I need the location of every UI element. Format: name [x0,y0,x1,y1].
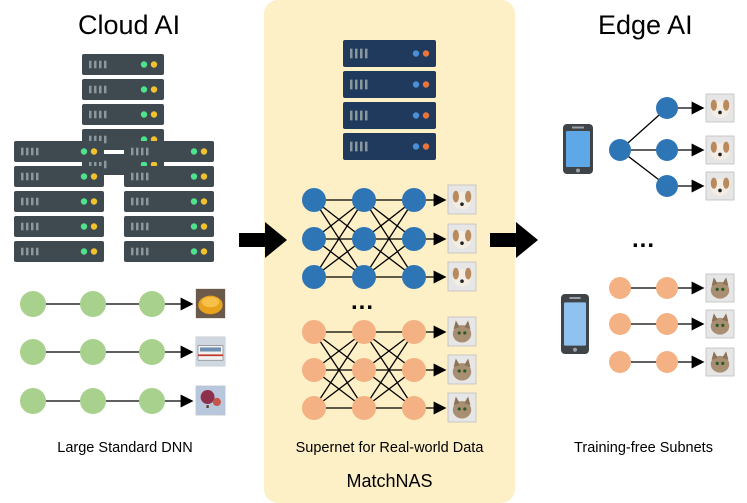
food-thumbnail [195,288,226,319]
network-node [402,227,426,251]
network-node [352,320,376,344]
dog-thumbnail [705,171,735,201]
dog-thumbnail [705,93,735,123]
dog-thumbnail [705,135,735,165]
network-node [609,313,631,335]
flow-arrow-icon [239,222,287,258]
network-node [352,358,376,382]
cat-thumbnail [705,347,735,377]
network-node [20,339,46,365]
network-node [656,175,678,197]
connector-line [313,331,365,409]
cat-thumbnail [447,354,477,385]
network-node [20,291,46,317]
network-node [656,97,678,119]
network-node [302,265,326,289]
edge-caption: Training-free Subnets [574,440,713,456]
network-node [656,313,678,335]
network-node [302,320,326,344]
network-node [302,396,326,420]
smartphone-icon [563,124,593,174]
cloud-ai-title: Cloud AI [78,10,181,40]
network-node [352,227,376,251]
network-node [352,265,376,289]
network-node [609,277,631,299]
cat-thumbnail [447,316,477,347]
network-node [609,351,631,373]
network-node [352,188,376,212]
cat-thumbnail [705,309,735,339]
network-node [302,188,326,212]
edge-ai-title: Edge AI [598,10,693,40]
smartphone-icon [561,294,589,354]
network-node [402,358,426,382]
connector-line [363,199,415,278]
balloon-thumbnail [195,385,226,416]
network-node [139,291,165,317]
matchnas-caption: Supernet for Real-world Data [295,440,484,456]
network-node [656,351,678,373]
network-node [80,291,106,317]
network-node [402,265,426,289]
bus-thumbnail [195,336,226,367]
connector-line [313,199,365,278]
flow-arrow-icon [490,222,538,258]
network-node [656,277,678,299]
network-node [139,339,165,365]
network-node [139,388,165,414]
network-node [80,339,106,365]
network-node [302,227,326,251]
dog-thumbnail [447,223,477,254]
matchnas-label: MatchNAS [346,471,433,491]
network-node [20,388,46,414]
dog-thumbnail [447,261,477,292]
network-node [656,139,678,161]
server-rack-icon [14,141,104,262]
network-node [352,396,376,420]
network-node [609,139,631,161]
matchnas-ellipsis: ... [351,288,375,315]
network-node [302,358,326,382]
connector-line [363,331,415,409]
network-node [402,320,426,344]
network-node [402,396,426,420]
server-rack-icon [124,141,214,262]
edge-ellipsis: ... [632,226,656,253]
network-node [80,388,106,414]
network-node [402,188,426,212]
dog-thumbnail [447,184,477,215]
cat-thumbnail [447,392,477,423]
server-rack-icon [343,40,436,160]
cat-thumbnail [705,273,735,303]
cloud-caption: Large Standard DNN [57,440,193,456]
